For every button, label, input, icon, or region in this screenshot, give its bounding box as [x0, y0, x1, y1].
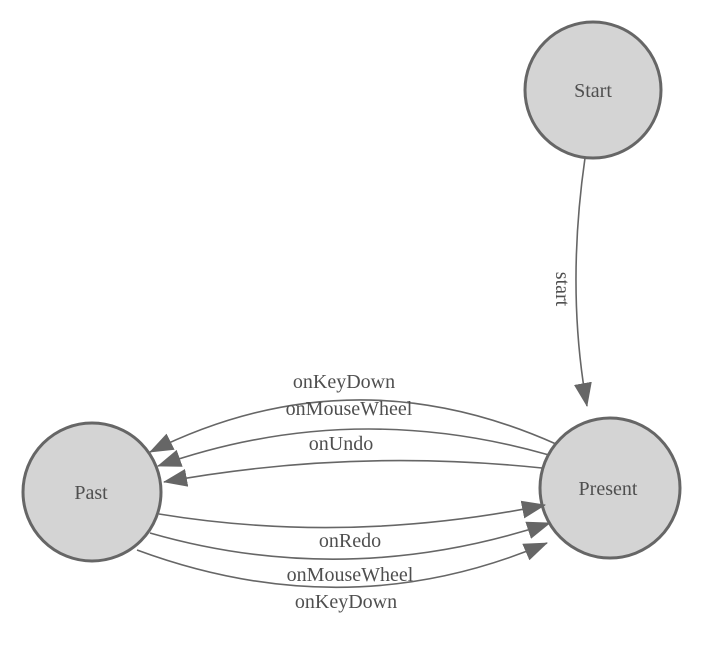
state-node-present-circle[interactable] [538, 416, 682, 560]
transition-onmousewheel-past-to-present[interactable]: onMouseWheel [149, 521, 551, 586]
transition-onmousewheel-present-to-past[interactable]: onMouseWheel [157, 398, 550, 467]
state-node-past-circle[interactable] [21, 421, 163, 563]
state-node-present[interactable]: Present [538, 416, 682, 560]
transition-start-to-present-path[interactable] [574, 157, 592, 407]
transition-onredo-past-to-present-path[interactable] [158, 500, 546, 529]
transition-onundo-present-to-past-path[interactable] [163, 459, 543, 487]
transition-onkeydown-past-to-present-path[interactable] [136, 542, 548, 589]
state-node-present-label: Present [579, 478, 638, 500]
transition-onkeydown-present-to-past[interactable]: onKeyDown [149, 371, 557, 453]
transition-start-label: start [551, 272, 573, 307]
transition-onmousewheel-present-to-past-label: onMouseWheel [286, 398, 413, 420]
transition-onundo-present-to-past-label: onUndo [309, 433, 373, 455]
transition-start-to-present[interactable]: start [551, 157, 592, 407]
transition-onundo-present-to-past[interactable]: onUndo [163, 433, 543, 487]
transition-onkeydown-past-to-present-label: onKeyDown [295, 591, 397, 613]
transition-onkeydown-present-to-past-label: onKeyDown [293, 371, 395, 393]
state-node-past-label: Past [74, 482, 108, 504]
state-node-start[interactable]: Start [523, 20, 663, 160]
transition-onredo-past-to-present-label: onRedo [319, 530, 381, 552]
transition-onkeydown-present-to-past-path[interactable] [149, 399, 557, 453]
state-node-start-circle[interactable] [523, 20, 663, 160]
state-node-start-label: Start [574, 80, 612, 102]
state-node-past[interactable]: Past [21, 421, 163, 563]
transition-onmousewheel-present-to-past-path[interactable] [157, 428, 550, 467]
transition-onmousewheel-past-to-present-path[interactable] [149, 521, 551, 560]
transition-onmousewheel-past-to-present-label: onMouseWheel [287, 564, 414, 586]
transition-onkeydown-past-to-present[interactable]: onKeyDown [136, 542, 548, 613]
transition-onredo-past-to-present[interactable]: onRedo [158, 500, 546, 552]
